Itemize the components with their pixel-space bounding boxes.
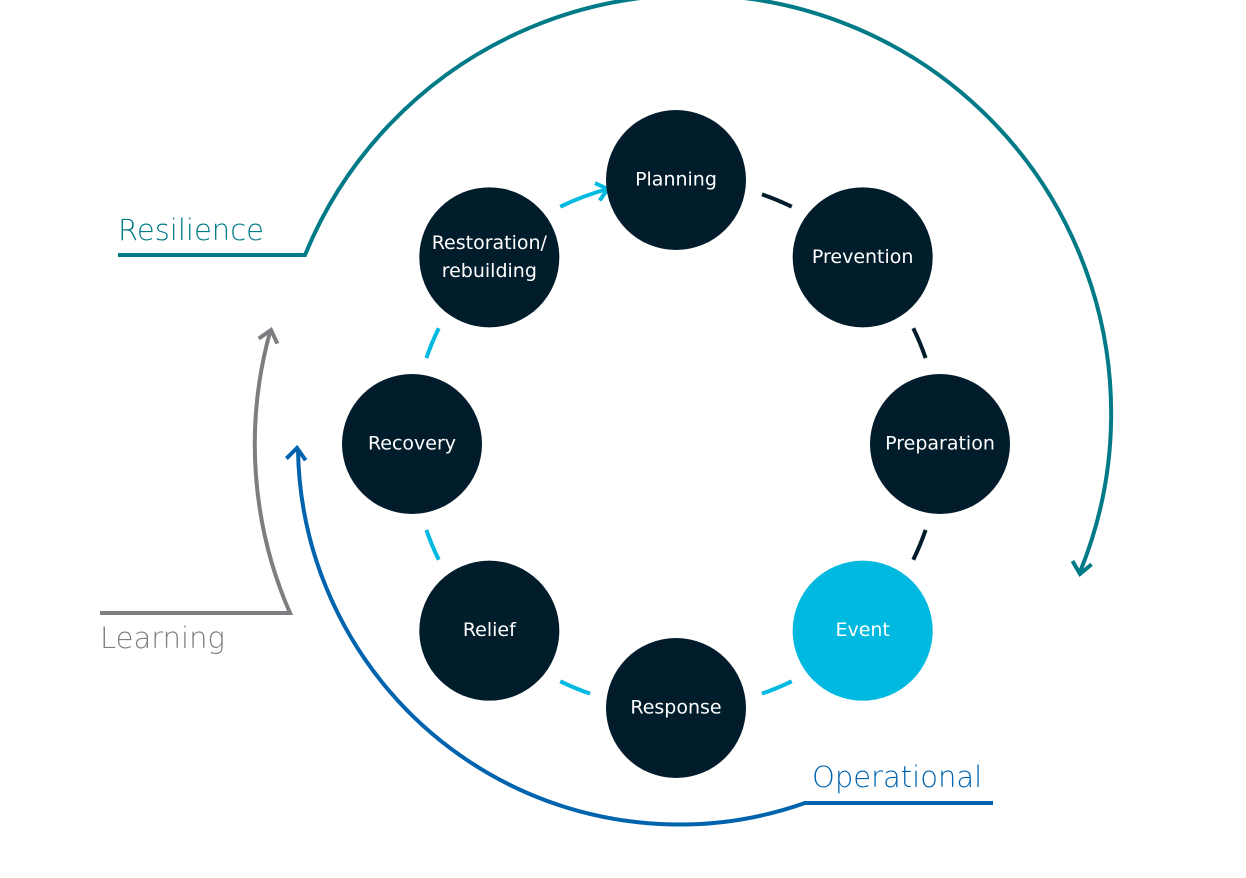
node-label: Planning [635,169,717,191]
cycle-node: Relief [419,560,560,701]
cycle-connector [761,679,793,696]
node-circle [606,638,746,778]
node-label: Relief [463,619,517,641]
node-label: Preparation [885,433,995,455]
node-circle [870,374,1010,514]
cycle-node: Prevention [792,187,933,328]
learning-loop [100,331,294,615]
node-circle [419,560,560,701]
operational-label: Operational [812,760,982,794]
cycle-node: Restoration/rebuilding [419,187,560,328]
cycle-node: Planning [606,110,746,250]
cycle-node: Event [792,560,933,701]
node-label: rebuilding [442,260,537,282]
node-circle [792,187,933,328]
cycle-node: Response [606,638,746,778]
resilience-loop [118,0,1114,573]
arrowhead-icon [257,327,280,345]
cycle-connector [761,192,793,209]
node-circle [792,560,933,701]
arrowhead-icon [1070,560,1093,578]
node-label: Prevention [812,246,914,268]
cycle-connector [559,679,591,696]
node-label: Restoration/ [432,232,548,254]
node-label: Event [835,619,889,641]
cycle-connector [911,327,928,359]
operational-loop [296,449,993,827]
node-label: Response [630,697,721,719]
arrowhead-icon [284,444,308,462]
learning-label: Learning [100,621,225,655]
cycle-node: Preparation [870,374,1010,514]
resilience-label: Resilience [118,213,264,247]
cycle-node: Recovery [342,374,482,514]
node-circle [419,187,560,328]
cycle-connector [911,529,928,561]
node-circle [342,374,482,514]
node-circle [606,110,746,250]
cycle-connector [424,327,441,359]
node-label: Recovery [368,433,456,455]
cycle-connector [424,529,441,561]
